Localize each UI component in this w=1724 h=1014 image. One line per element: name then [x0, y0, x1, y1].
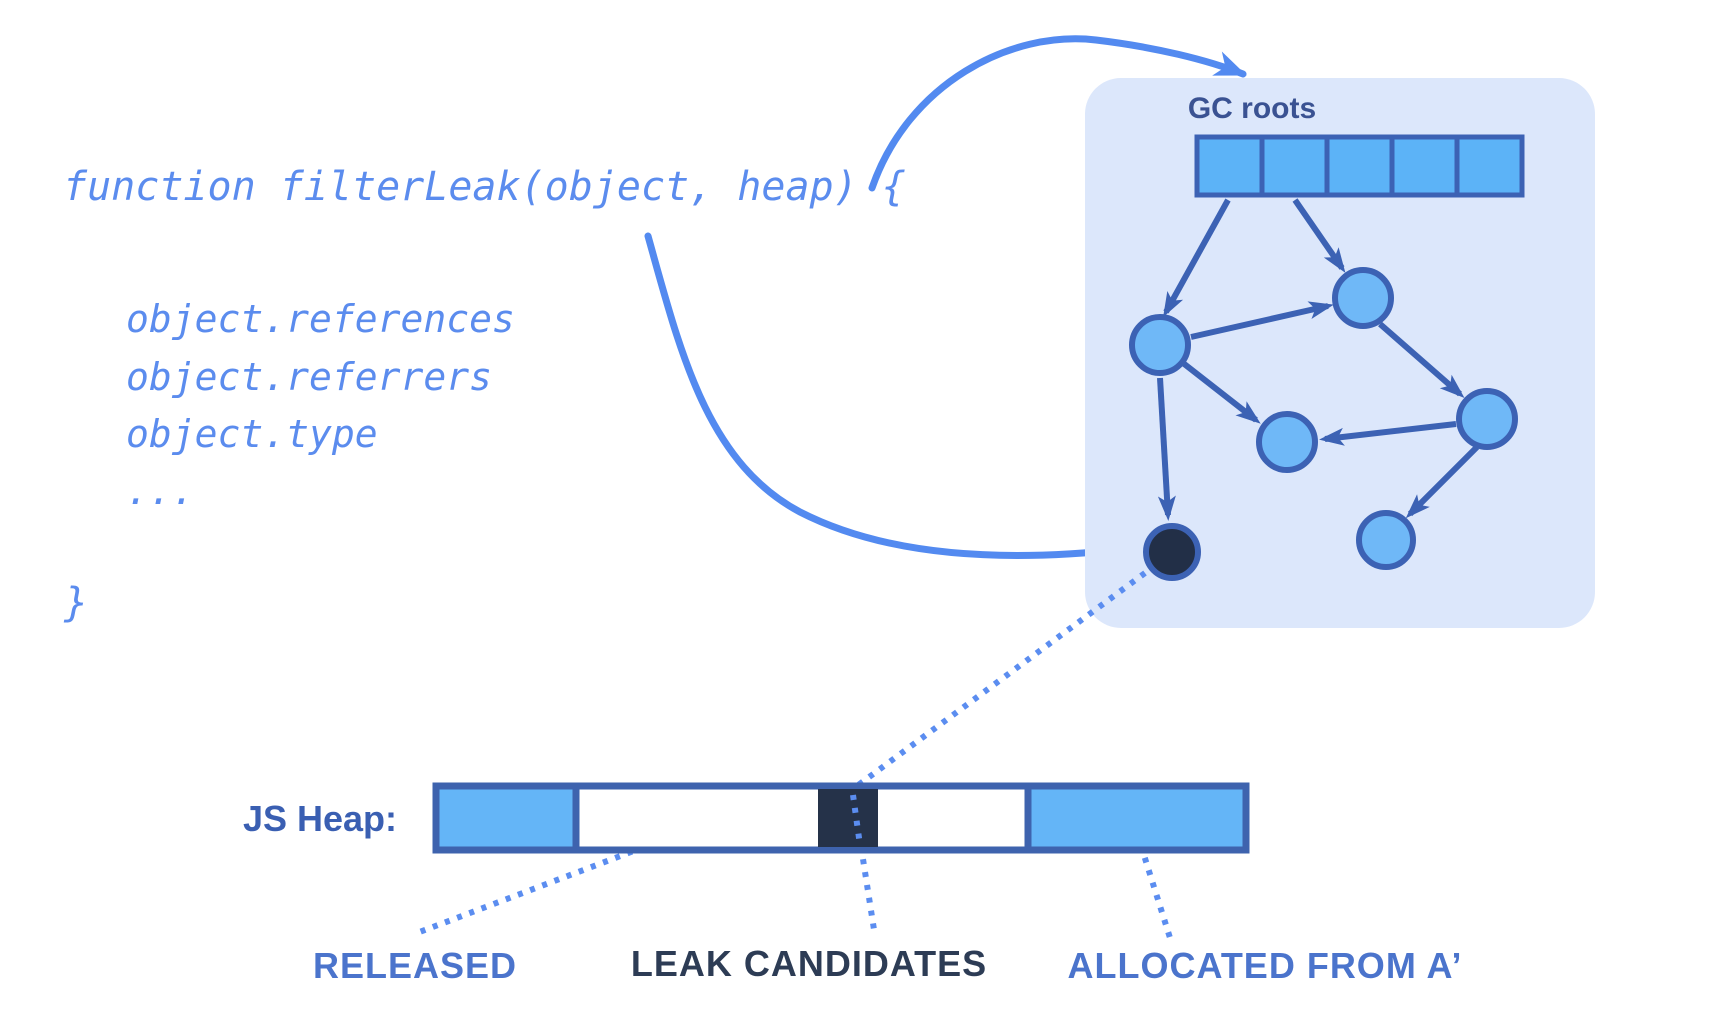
root-cell [1389, 134, 1460, 198]
heap-segment-allocated-from-a [1024, 782, 1250, 854]
graph-node-d [1456, 388, 1518, 450]
allocated-from-a-label: ALLOCATED FROM A’ [1068, 945, 1463, 986]
gc-panel-background [1085, 78, 1595, 628]
object-argument-arrow [644, 232, 1130, 566]
object-graph-edges [1157, 198, 1480, 521]
graph-node-c [1256, 411, 1318, 473]
leak-object-node [1143, 523, 1201, 581]
allocated-label-connector [1134, 832, 1174, 942]
gc-roots-array [1194, 134, 1525, 198]
edge-d-to-e [1405, 444, 1480, 519]
edge-root-to-node-a [1163, 198, 1231, 318]
object-graph-nodes [1129, 267, 1518, 581]
gc-roots-title: GC roots [1188, 92, 1316, 125]
heap-segment-leak-candidates [818, 789, 878, 847]
root-cell [1259, 134, 1330, 198]
code-line-type: object.type [126, 412, 378, 456]
bar-annotations: RELEASED LEAK CANDIDATES ALLOCATED FROM … [313, 943, 1463, 986]
code-line-referrers: object.referrers [126, 355, 492, 399]
root-cell [1324, 134, 1395, 198]
heap-segment-allocated-left [432, 782, 580, 854]
code-line-references: object.references [126, 297, 515, 341]
graph-node-e [1356, 510, 1416, 570]
graph-node-a [1129, 314, 1191, 376]
leak-connector-over-segment [850, 794, 863, 846]
code-line-function: function filterLeak(object, heap) { [63, 164, 906, 210]
released-label: RELEASED [313, 945, 517, 986]
code-closing-brace: } [63, 580, 88, 626]
edge-a-to-b [1190, 301, 1334, 340]
root-cell [1454, 134, 1525, 198]
edge-b-to-d [1378, 321, 1465, 398]
heap-argument-arrow [868, 35, 1247, 192]
js-heap-label: JS Heap: [243, 798, 397, 839]
gc-roots-panel: GC roots [1085, 78, 1595, 628]
js-heap-bar: JS Heap: [243, 782, 1250, 854]
leak-candidates-label-connector [850, 794, 878, 937]
edge-a-to-c [1181, 360, 1261, 424]
graph-node-b [1332, 267, 1394, 329]
code-line-ellipsis: ... [126, 469, 195, 513]
code-snippet: function filterLeak(object, heap) { obje… [63, 164, 906, 626]
edge-d-to-c [1319, 421, 1457, 446]
edge-a-to-leak-node [1157, 377, 1176, 521]
leak-candidates-label: LEAK CANDIDATES [631, 943, 987, 984]
edge-root-to-node-b [1292, 198, 1346, 273]
leak-node-to-bar-connector [855, 570, 1147, 789]
root-cell [1194, 134, 1265, 198]
